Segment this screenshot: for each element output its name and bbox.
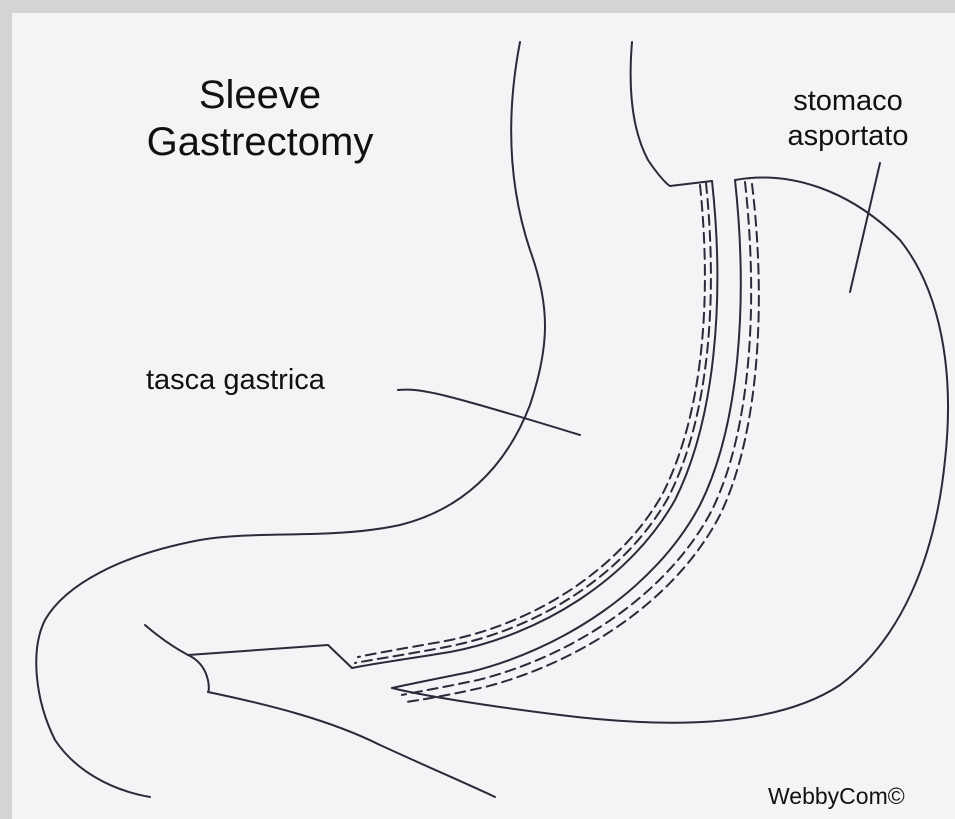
title-line-1: Sleeve (100, 72, 420, 119)
removed-stomach-label: stomaco asportato (738, 84, 955, 154)
duodenum-lower-edge (208, 692, 495, 797)
pylorus-edge (188, 645, 352, 692)
removed-stomach-cut-edge (392, 180, 741, 688)
pouch-staple-line (352, 181, 717, 668)
removed-label-line-2: asportato (738, 119, 955, 154)
title-line-2: Gastrectomy (100, 119, 420, 166)
removed-label-line-1: stomaco (738, 84, 955, 119)
removed-leader-line (850, 163, 880, 292)
esophagus-right-wall (631, 42, 670, 186)
gastric-pouch-label: tasca gastrica (146, 362, 325, 398)
credit-watermark: WebbyCom© (768, 782, 905, 810)
duodenum-upper-edge (145, 625, 188, 655)
diagram-title: Sleeve Gastrectomy (100, 72, 420, 166)
pouch-staples-2 (355, 183, 711, 663)
pouch-leader-line (398, 390, 580, 435)
